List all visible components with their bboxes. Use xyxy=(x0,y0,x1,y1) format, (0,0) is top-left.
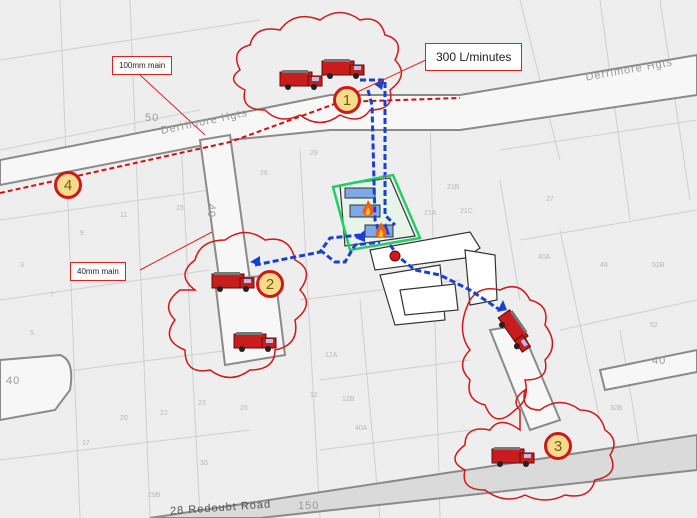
fire-icon xyxy=(362,200,374,216)
lot-number: 52 xyxy=(650,322,658,329)
lot-number: 11 xyxy=(120,212,128,219)
fire-truck-icon xyxy=(321,59,365,79)
marker-4: 4 xyxy=(54,171,82,199)
lot-number: 23 xyxy=(198,400,206,407)
hydrant-icon xyxy=(389,250,401,262)
main-40mm-callout: 40mm main xyxy=(70,262,126,281)
fire-icon xyxy=(375,222,387,238)
lot-number: 40A xyxy=(538,254,551,261)
lot-number: 12 xyxy=(310,392,318,399)
lot-number: 5 xyxy=(30,330,34,337)
lot-number: 21C xyxy=(460,208,473,215)
main-100mm-callout: 100mm main xyxy=(112,56,173,75)
lot-number: 29 xyxy=(310,150,318,157)
lot-number: 20 xyxy=(120,415,128,422)
lot-number: 32B xyxy=(610,405,623,412)
fire-truck-icon xyxy=(211,272,255,292)
lot-number: 22 xyxy=(160,410,168,417)
flow-rate-callout: 300 L/minutes xyxy=(425,43,523,71)
street-number-40-right: 40 xyxy=(652,355,667,367)
lot-number: 3 xyxy=(20,262,24,269)
lot-number: 9 xyxy=(80,230,84,237)
lot-number: 26 xyxy=(260,170,268,177)
street-number-40-side: 40 xyxy=(205,203,218,219)
lot-number: 15 xyxy=(176,205,184,212)
lot-number: 29B xyxy=(148,492,161,499)
lot-number: 25 xyxy=(240,405,248,412)
lot-number: 30 xyxy=(200,460,208,467)
fire-truck-icon xyxy=(491,447,535,467)
street-number-150: 150 xyxy=(298,500,320,512)
cloud-outlines xyxy=(167,11,615,501)
fire-zone xyxy=(331,173,422,252)
lot-number: 7 xyxy=(50,292,54,299)
lot-number: 12A xyxy=(325,352,338,359)
lot-number: 27 xyxy=(546,196,554,203)
derrimore-road xyxy=(0,53,697,187)
lot-number: 21B xyxy=(447,184,460,191)
lot-number: 40A xyxy=(355,425,368,432)
fire-truck-icon xyxy=(497,309,532,353)
street-number-50: 50 xyxy=(145,112,160,124)
marker-2: 2 xyxy=(256,270,284,298)
fire-truck-icon xyxy=(233,332,277,352)
lot-number: 52B xyxy=(652,262,665,269)
left-road xyxy=(0,353,73,422)
fire-truck-icon xyxy=(279,70,323,90)
marker-1: 1 xyxy=(333,86,361,114)
water-main-100mm xyxy=(0,97,461,194)
lot-number: 38 xyxy=(380,175,388,182)
marker-3: 3 xyxy=(544,432,572,460)
lot-number: 17 xyxy=(82,440,90,447)
lot-number: 21A xyxy=(424,210,437,217)
lot-number: 48 xyxy=(600,262,608,269)
lot-number: 12B xyxy=(342,396,355,403)
right-road xyxy=(598,348,697,392)
street-number-40-left: 40 xyxy=(6,375,21,387)
